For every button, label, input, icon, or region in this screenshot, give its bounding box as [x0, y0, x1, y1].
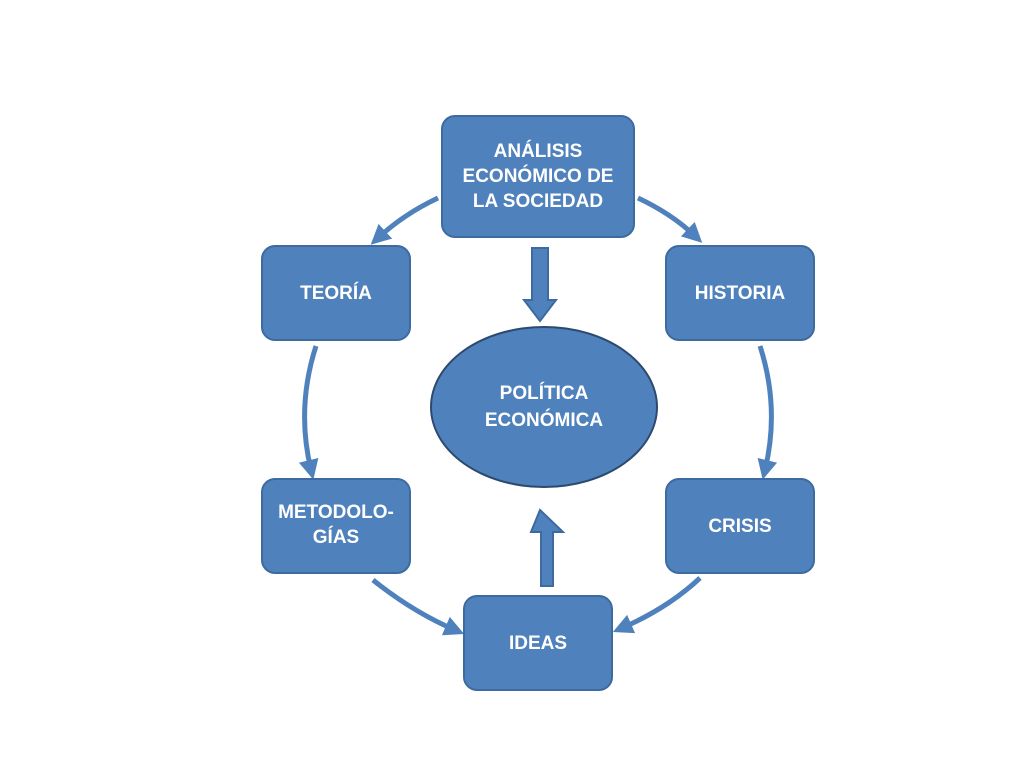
node-analisis-economico: ANÁLISIS ECONÓMICO DE LA SOCIEDAD [441, 115, 635, 238]
block-arrow-up [529, 508, 566, 587]
node-ideas: IDEAS [463, 595, 613, 691]
arrow-crisis-to-ideas [612, 576, 702, 634]
node-teoria: TEORÍA [261, 245, 411, 341]
arrow-teoria-to-metodologias [298, 345, 319, 480]
arrow-analisis-to-teoria [370, 195, 440, 245]
block-arrow-down [521, 247, 559, 323]
arrow-historia-to-crisis [757, 345, 778, 480]
node-crisis: CRISIS [665, 478, 815, 574]
node-historia: HISTORIA [665, 245, 815, 341]
node-metodologias: METODOLO- GÍAS [261, 478, 411, 574]
center-node: POLÍTICA ECONÓMICA [430, 326, 658, 488]
arrow-metodologias-to-ideas [371, 578, 465, 636]
arrow-analisis-to-historia [636, 195, 703, 243]
